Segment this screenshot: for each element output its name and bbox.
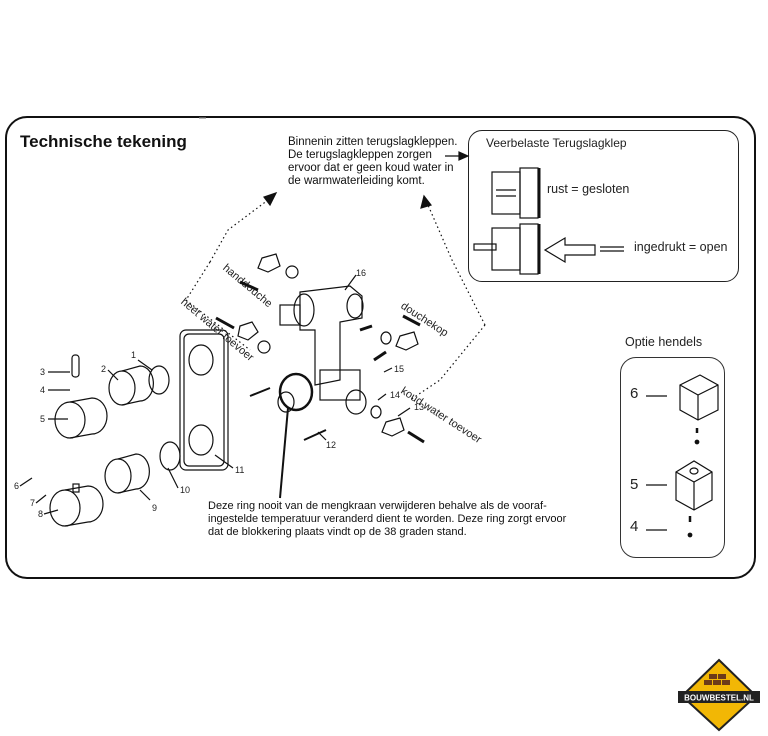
push-arrow-icon — [543, 236, 596, 264]
note-line: ingestelde temperatuur veranderd dient t… — [208, 513, 567, 525]
knob-5 — [54, 401, 86, 439]
state-open-label: ingedrukt = open — [634, 240, 728, 254]
part-number: 3 — [40, 367, 46, 377]
note-line: de warmwaterleiding komt. — [288, 175, 425, 187]
knob-8 — [49, 489, 81, 527]
part-number: 9 — [152, 503, 158, 513]
check-valve-note: Binnenin zitten terugslagkleppen. De ter… — [288, 136, 457, 188]
cover-plate — [179, 329, 229, 471]
part-number: 12 — [326, 440, 337, 450]
part-number: 1 — [131, 350, 137, 360]
page-title: Technische tekening — [20, 132, 187, 151]
part-number: 10 — [180, 485, 191, 495]
note-line: ervoor dat er geen koud water in — [288, 162, 454, 174]
dotted-arrow-right — [427, 204, 486, 326]
options-title: Optie hendels — [625, 335, 703, 349]
part-number: 11 — [235, 465, 245, 475]
bouwbestel-logo: BOUWBESTEL.NL — [678, 658, 760, 732]
arrow-head-box — [458, 151, 470, 161]
logo-text: BOUWBESTEL.NL — [684, 694, 754, 703]
arrow-head-right — [420, 194, 433, 209]
part-number: 6 — [14, 481, 20, 491]
part-number: 13 — [414, 402, 425, 412]
ring-pointer — [279, 407, 289, 499]
state-closed-label: rust = gesloten — [547, 182, 630, 196]
square-handle-icon — [679, 374, 719, 421]
part-number: 14 — [390, 390, 401, 400]
check-valve-panel — [468, 130, 739, 282]
note-line: Binnenin zitten terugslagkleppen. — [288, 136, 458, 148]
note-line: dat de blokkering plaats vindt op de 38 … — [208, 526, 467, 538]
check-valve-open-icon — [473, 223, 541, 275]
part-number: 16 — [356, 268, 367, 278]
option-label: 4 — [630, 518, 639, 535]
check-valve-closed-icon — [491, 167, 541, 219]
note-line: De terugslagkleppen zorgen — [288, 149, 432, 161]
option-label: 5 — [630, 476, 639, 493]
square-handle-with-hole-icon — [675, 460, 713, 511]
note-line: Deze ring nooit van de mengkraan verwijd… — [208, 500, 547, 512]
valve-body — [299, 285, 363, 386]
part-number: 4 — [40, 385, 46, 395]
part-number: 15 — [394, 364, 405, 374]
arrow-head-left — [263, 191, 278, 207]
drawing-frame — [5, 116, 756, 579]
option-label: 6 — [630, 385, 639, 402]
o-ring-1 — [148, 365, 170, 395]
part-number: 7 — [30, 498, 36, 508]
ring-note: Deze ring nooit van de mengkraan verwijd… — [208, 500, 566, 539]
part-number: 2 — [101, 364, 107, 374]
part-number: 8 — [38, 509, 44, 519]
part-number: 5 — [40, 414, 46, 424]
o-ring-10 — [159, 441, 181, 471]
handle-options-panel — [620, 357, 725, 558]
check-valve-title: Veerbelaste Terugslagklep — [486, 136, 627, 150]
dotted-arrow-left — [209, 199, 269, 263]
